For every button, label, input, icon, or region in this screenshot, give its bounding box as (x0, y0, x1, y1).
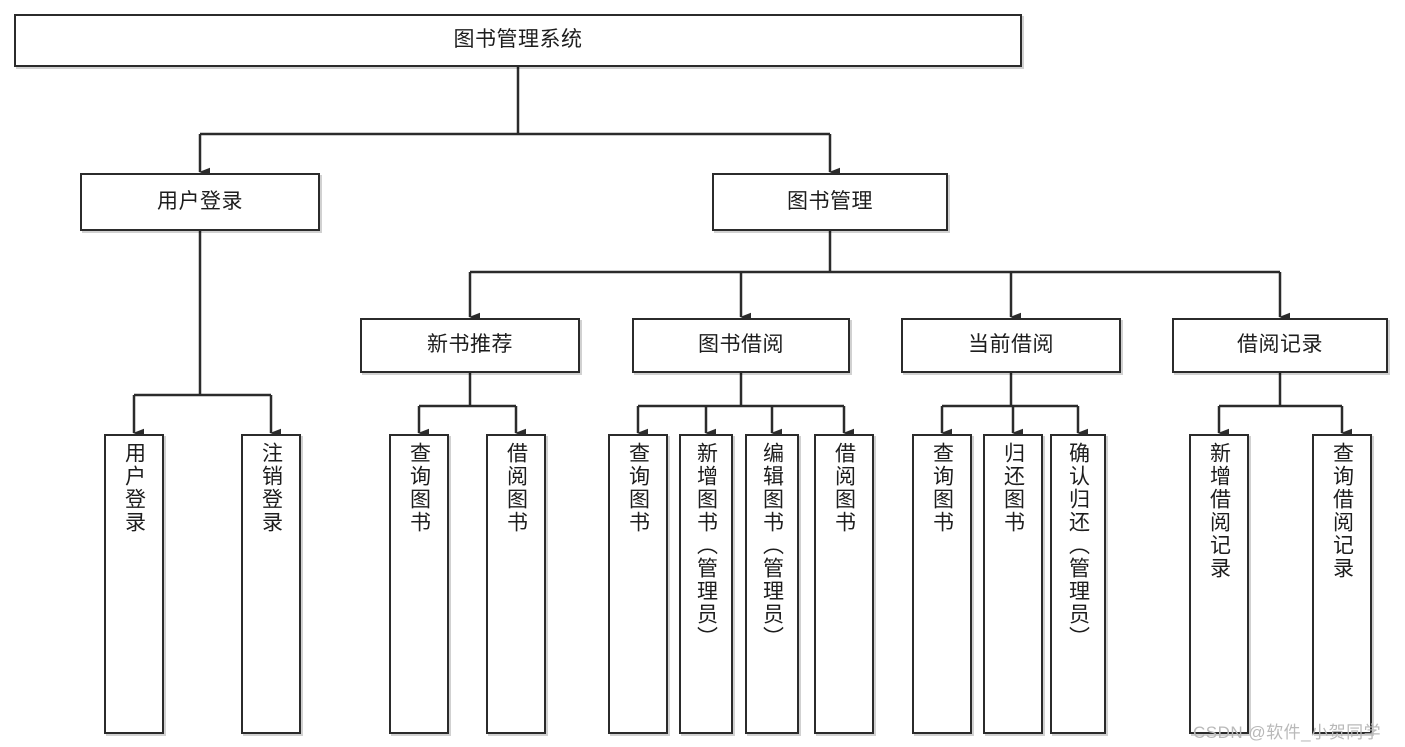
node-label: 借阅图书 (504, 442, 528, 534)
node-leaf-user-login[interactable]: 用户登录 (104, 434, 164, 734)
node-leaf-rec-query[interactable]: 查询图书 (389, 434, 449, 734)
node-label: 借阅记录 (1237, 333, 1323, 357)
node-leaf-user-logout[interactable]: 注销登录 (241, 434, 301, 734)
node-label: 当前借阅 (968, 333, 1054, 357)
node-leaf-cb-return[interactable]: 归还图书 (983, 434, 1043, 734)
node-label: 用户登录 (157, 189, 243, 213)
node-book-mgmt[interactable]: 图书管理 (712, 173, 948, 231)
edge-group (132, 67, 1352, 438)
node-label: 确认归还（管理员） (1066, 442, 1090, 649)
node-label: 查询图书 (626, 442, 650, 534)
node-label: 新增图书（管理员） (694, 442, 718, 649)
node-user-login[interactable]: 用户登录 (80, 173, 320, 231)
node-current-borrow[interactable]: 当前借阅 (901, 318, 1121, 373)
node-leaf-br-add[interactable]: 新增借阅记录 (1189, 434, 1249, 734)
node-label: 借阅图书 (832, 442, 856, 534)
node-leaf-rec-borrow[interactable]: 借阅图书 (486, 434, 546, 734)
node-leaf-bb-borrow[interactable]: 借阅图书 (814, 434, 874, 734)
node-leaf-br-query[interactable]: 查询借阅记录 (1312, 434, 1372, 734)
node-label: 图书管理系统 (453, 28, 583, 52)
node-borrow-record[interactable]: 借阅记录 (1172, 318, 1388, 373)
node-new-book-rec[interactable]: 新书推荐 (360, 318, 580, 373)
node-label: 用户登录 (122, 442, 146, 534)
csdn-watermark: CSDN @软件_小贺同学 (1193, 723, 1382, 742)
node-label: 注销登录 (259, 442, 283, 534)
node-label: 新增借阅记录 (1207, 442, 1231, 580)
node-label: 图书管理 (787, 189, 873, 213)
node-label: 编辑图书（管理员） (760, 442, 784, 649)
node-leaf-bb-add[interactable]: 新增图书（管理员） (679, 434, 733, 734)
node-leaf-bb-query[interactable]: 查询图书 (608, 434, 668, 734)
node-leaf-bb-edit[interactable]: 编辑图书（管理员） (745, 434, 799, 734)
node-root[interactable]: 图书管理系统 (14, 14, 1022, 67)
node-label: 查询借阅记录 (1330, 442, 1354, 580)
node-label: 归还图书 (1001, 442, 1025, 534)
node-label: 查询图书 (407, 442, 431, 534)
node-label: 新书推荐 (427, 333, 513, 357)
node-label: 图书借阅 (698, 333, 784, 357)
node-label: 查询图书 (930, 442, 954, 534)
node-book-borrow[interactable]: 图书借阅 (632, 318, 850, 373)
node-leaf-cb-query[interactable]: 查询图书 (912, 434, 972, 734)
node-leaf-cb-confirm[interactable]: 确认归还（管理员） (1050, 434, 1106, 734)
